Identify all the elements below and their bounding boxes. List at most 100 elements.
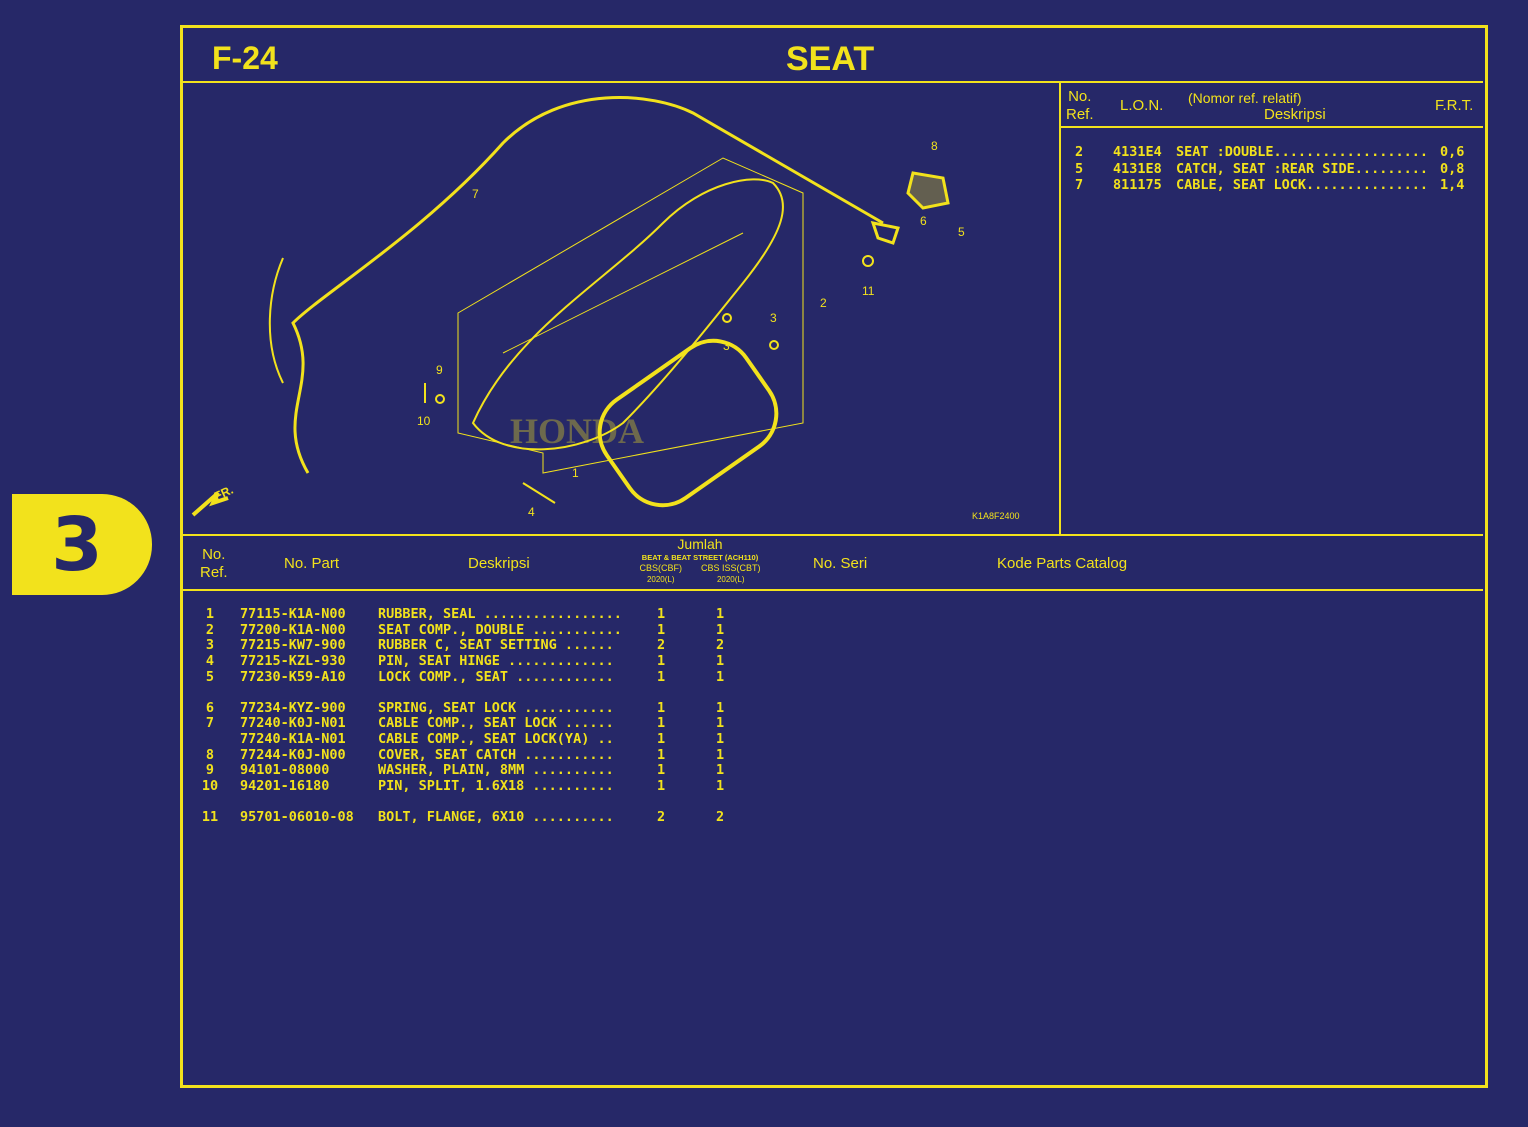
quantity-cbf: 1 — [657, 653, 666, 670]
frt-header-ref: No.Ref. — [1066, 88, 1094, 123]
quantity-cbt: 2 — [716, 637, 725, 654]
frt-table-row: 2 4131E4 SEAT :DOUBLE................... 0,… — [1070, 144, 1470, 160]
part-number: 77240-K0J-N01 — [240, 715, 346, 732]
quantity-cbf: 2 — [657, 809, 666, 825]
parts-header-part: No. Part — [284, 555, 340, 572]
callout: 6 — [920, 214, 927, 228]
callout: 3 — [770, 311, 777, 325]
frt-value: 1,4 — [1440, 177, 1465, 193]
ref-number: 7 — [205, 715, 215, 732]
description: PIN, SPLIT, 1.6X18 .......... — [378, 778, 614, 795]
rubber-seal — [597, 338, 779, 508]
parts-header-qty: Jumlah BEAT & BEAT STREET (ACH110) CBS(C… — [639, 536, 761, 584]
part-number: 77215-KW7-900 — [240, 637, 346, 654]
callout: 11 — [862, 284, 875, 298]
callout: 1 — [572, 466, 579, 480]
quantity-cbf: 1 — [657, 762, 666, 779]
quantity-cbt: 1 — [716, 731, 725, 747]
ref-number: 5 — [1075, 160, 1084, 177]
seat-shape — [471, 178, 784, 451]
frt-header-frt: F.R.T. — [1435, 97, 1474, 114]
ref-number: 9 — [205, 762, 215, 779]
description: SPRING, SEAT LOCK ........... — [378, 699, 614, 716]
description: LOCK COMP., SEAT ............ — [378, 668, 614, 685]
quantity-cbt: 1 — [716, 606, 725, 622]
seat-catch — [906, 171, 950, 210]
quantity-cbt: 1 — [716, 715, 725, 732]
quantity-cbt: 1 — [716, 668, 725, 685]
divider — [183, 589, 1483, 591]
part-number: 95701-06010-08 — [240, 809, 354, 825]
description: WASHER, PLAIN, 8MM .......... — [378, 762, 614, 779]
description: SEAT :DOUBLE................... — [1176, 144, 1428, 160]
page-title: SEAT — [786, 40, 875, 78]
divider — [183, 534, 1483, 536]
callout: 9 — [436, 363, 443, 377]
parts-header-serial: No. Seri — [813, 555, 868, 572]
description: SEAT COMP., DOUBLE ........... — [378, 621, 622, 638]
ref-number: 10 — [201, 778, 219, 795]
ref-number: 2 — [1075, 144, 1084, 160]
section-tab-badge: 3 — [12, 494, 152, 595]
frt-header-lon: L.O.N. — [1120, 97, 1164, 114]
section-number: 3 — [51, 501, 103, 588]
ref-number: 6 — [205, 699, 215, 716]
honda-watermark: HONDA — [510, 411, 644, 451]
part-number: 77234-KYZ-900 — [240, 699, 346, 716]
callout: 5 — [958, 225, 965, 239]
frt-header-desc: Deskripsi — [1264, 106, 1326, 123]
callout: 8 — [931, 139, 938, 153]
quantity-cbt: 1 — [716, 746, 725, 763]
frt-table-body: 2 4131E4 SEAT :DOUBLE................... 0,… — [1070, 144, 1480, 204]
quantity-cbf: 1 — [657, 746, 666, 763]
drawing-code: K1A8F2400 — [972, 511, 1020, 521]
quantity-cbf: 1 — [657, 715, 666, 732]
description: CABLE, SEAT LOCK............... — [1176, 177, 1428, 193]
ref-number: 2 — [205, 621, 215, 638]
ref-number: 3 — [205, 637, 215, 654]
callout: 3 — [723, 339, 730, 353]
quantity-cbt: 1 — [716, 653, 725, 670]
quantity-cbt: 1 — [716, 778, 725, 795]
parts-header-desc: Deskripsi — [468, 555, 530, 572]
description: RUBBER C, SEAT SETTING ...... — [378, 637, 614, 654]
part-number: 77215-KZL-930 — [240, 653, 346, 670]
part-number: 94101-08000 — [240, 762, 330, 779]
description: COVER, SEAT CATCH ........... — [378, 746, 614, 763]
divider — [1061, 126, 1483, 128]
catalog-page-frame — [180, 25, 1488, 1088]
part-number: 77240-K1A-N01 — [240, 731, 346, 747]
frt-header-desc-note: (Nomor ref. relatif) — [1188, 90, 1302, 106]
quantity-cbt: 1 — [716, 699, 725, 716]
part-number: 77230-K59-A10 — [240, 668, 346, 685]
description: CABLE COMP., SEAT LOCK ...... — [378, 715, 614, 732]
part-number: 77115-K1A-N00 — [240, 606, 346, 622]
seat-lock-cable — [291, 96, 884, 474]
parts-table-row: 11 95701-06010-08 BOLT, FLANGE, 6X10 .....… — [195, 809, 755, 825]
exploded-diagram — [191, 96, 950, 517]
frt-value: 0,6 — [1440, 144, 1465, 160]
ref-number: 8 — [205, 746, 215, 763]
lon-code: 4131E4 — [1113, 144, 1162, 160]
quantity-cbf: 1 — [657, 778, 666, 795]
parts-header-catalog: Kode Parts Catalog — [997, 555, 1128, 572]
callout: 10 — [417, 414, 431, 428]
quantity-cbt: 1 — [716, 621, 725, 638]
frt-value: 0,8 — [1440, 160, 1465, 177]
parts-table-row: 6 77234-KYZ-900 SPRING, SEAT LOCK ........… — [195, 700, 755, 716]
ref-number: 11 — [201, 809, 219, 825]
front-arrow — [191, 491, 229, 517]
parts-table-row: 7 77240-K0J-N01 CABLE COMP., SEAT LOCK ...… — [195, 715, 755, 731]
callout: 4 — [528, 505, 535, 519]
quantity-cbf: 2 — [657, 637, 666, 654]
description: BOLT, FLANGE, 6X10 .......... — [378, 809, 614, 825]
divider — [1059, 83, 1061, 534]
parts-table-row: 3 77215-KW7-900 RUBBER C, SEAT SETTING ...… — [195, 637, 755, 653]
ref-number: 5 — [205, 668, 215, 685]
